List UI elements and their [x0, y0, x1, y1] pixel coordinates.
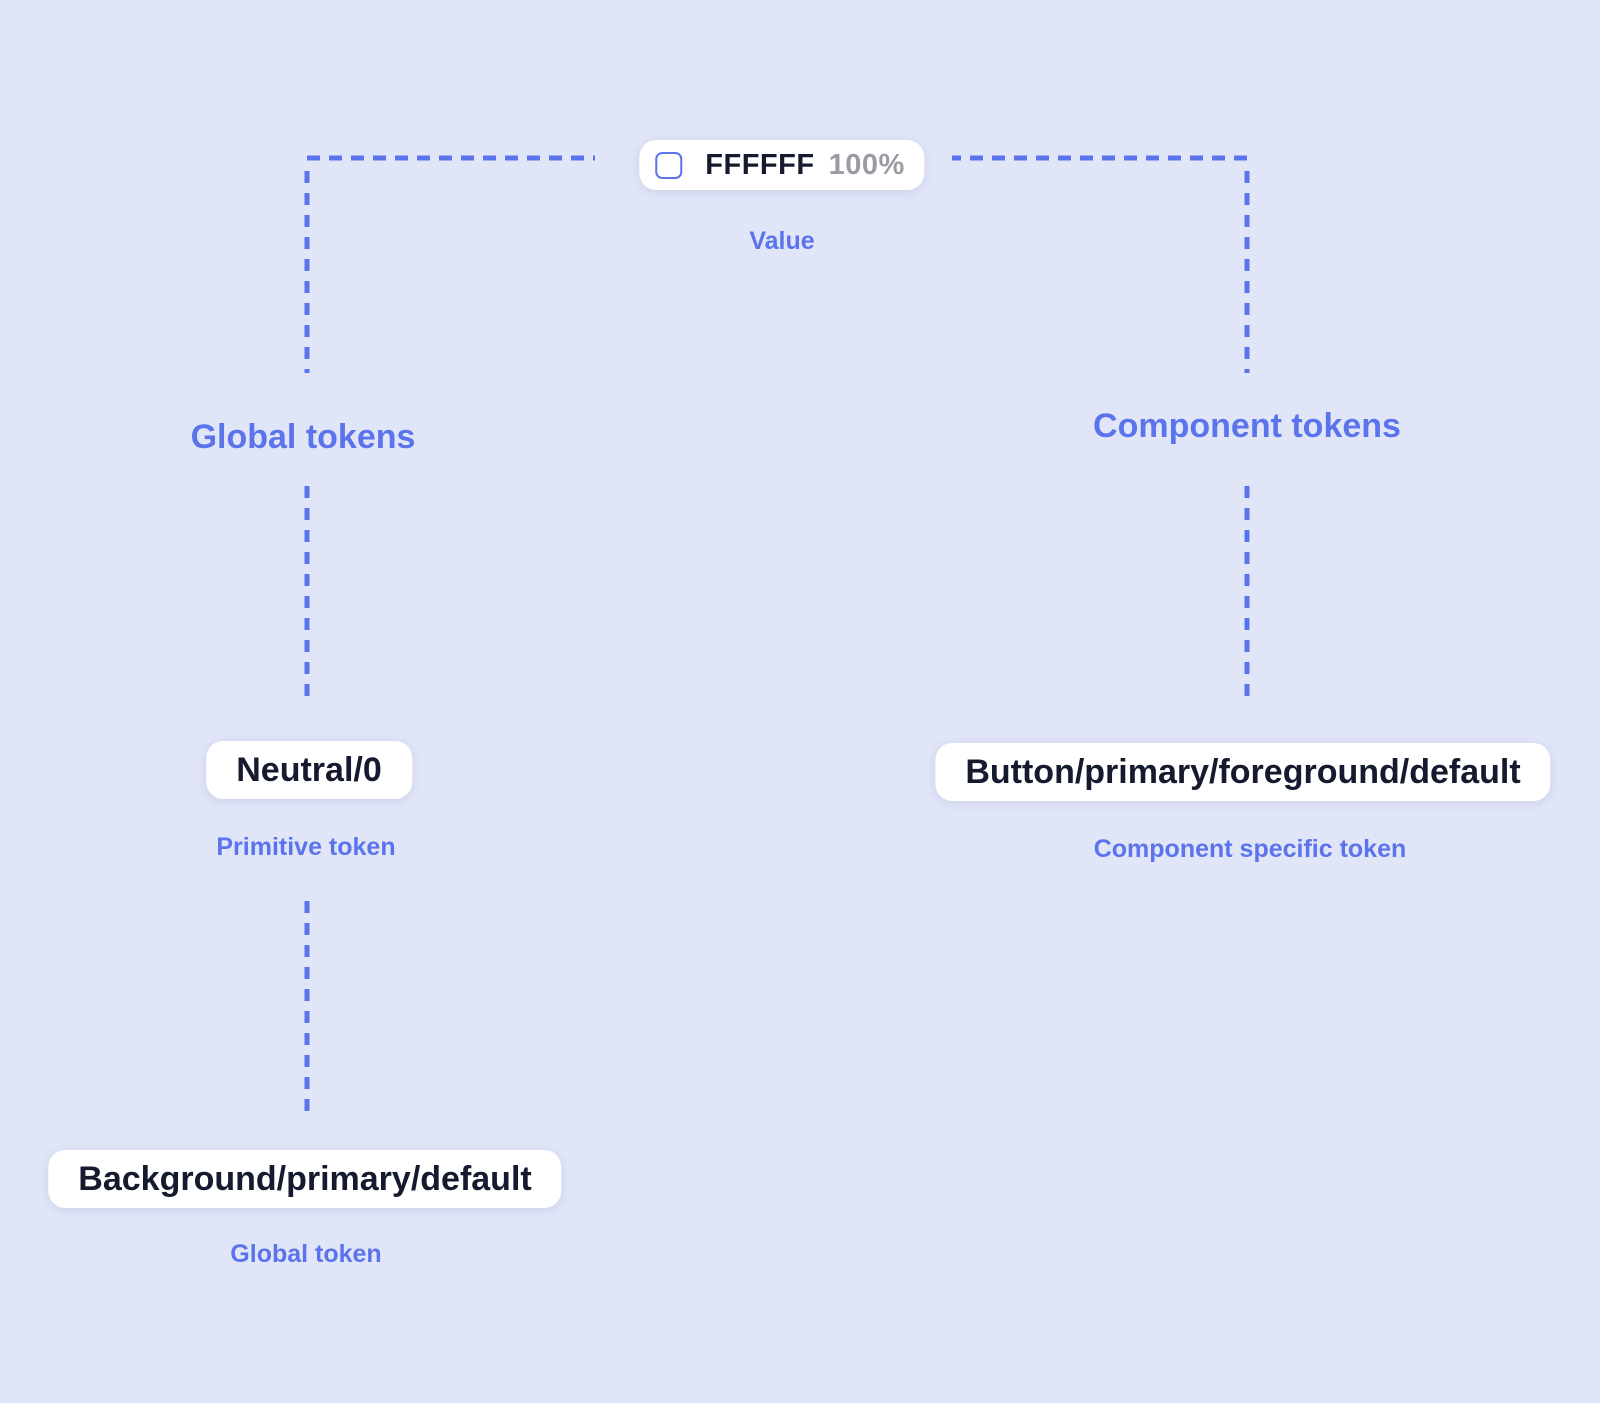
hex-value: FFFFFF: [705, 148, 815, 181]
pill-neutral-0: Neutral/0: [206, 741, 412, 799]
color-swatch-icon: [655, 151, 683, 179]
component-specific-token-caption: Component specific token: [1093, 835, 1407, 863]
value-card: FFFFFF 100%: [639, 140, 925, 190]
global-token-caption: Global token: [230, 1240, 382, 1268]
component-tokens-heading: Component tokens: [1093, 407, 1401, 445]
global-tokens-heading: Global tokens: [190, 418, 416, 456]
pill-background-primary-default: Background/primary/default: [48, 1150, 562, 1208]
opacity-value: 100%: [828, 148, 905, 181]
value-caption: Value: [749, 227, 815, 255]
pill-button-primary-foreground-default: Button/primary/foreground/default: [935, 743, 1551, 801]
primitive-token-caption: Primitive token: [216, 833, 396, 861]
